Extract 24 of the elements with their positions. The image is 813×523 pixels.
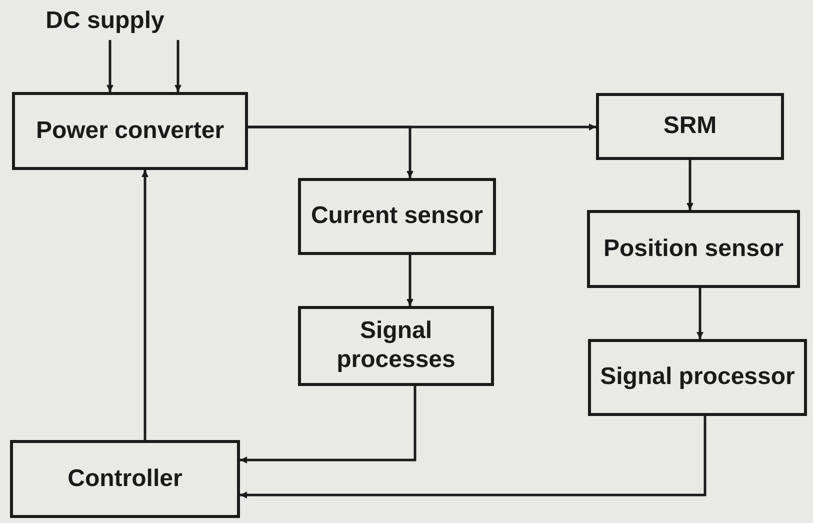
box-label: Position sensor [603, 234, 784, 264]
arrow [174, 40, 182, 92]
process-box [12, 92, 248, 170]
supply-label: DC supply [46, 6, 164, 36]
process-box [298, 306, 494, 386]
process-box [298, 178, 496, 255]
box-label: Signal processes [336, 317, 456, 375]
box-label: Signal processor [600, 363, 795, 392]
process-box [596, 93, 784, 160]
arrow [406, 255, 414, 306]
box-label: SRM [663, 112, 717, 141]
arrow [240, 386, 416, 464]
process-box [587, 210, 800, 288]
arrow [696, 288, 704, 339]
process-box [588, 339, 807, 416]
box-label: Controller [68, 464, 182, 494]
arrow [686, 160, 694, 210]
arrow [142, 170, 148, 440]
arrow [106, 40, 114, 92]
box-label: Current sensor [310, 202, 484, 231]
box-label: Power converter [36, 116, 224, 146]
arrow [248, 126, 414, 178]
process-box [10, 440, 240, 518]
arrow [240, 416, 706, 498]
